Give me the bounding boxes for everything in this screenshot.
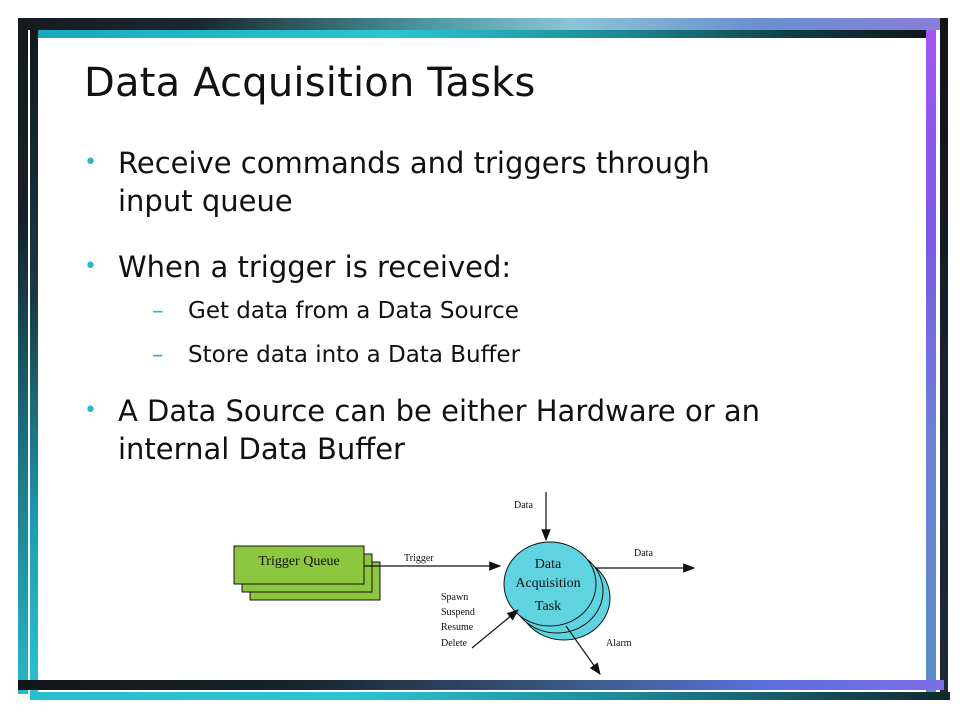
subbullet-marker: –	[152, 298, 164, 324]
control-label-spawn: Spawn	[441, 592, 468, 603]
trigger-arrow-label: Trigger	[404, 553, 434, 564]
left-border-bar-inner	[30, 30, 38, 700]
subbullet-text: Get data from a Data Source	[188, 298, 519, 324]
left-border-bar	[18, 18, 28, 694]
bullet-trigger-received: • When a trigger is received:	[84, 248, 844, 286]
top-border-bar-inner	[30, 30, 936, 38]
bullet-marker: •	[84, 398, 97, 423]
bullet-receive-commands: • Receive commands and triggers through …	[84, 144, 844, 220]
data-out-label: Data	[634, 548, 653, 559]
bullet-data-source: • A Data Source can be either Hardware o…	[84, 392, 844, 468]
right-border-bar-inner	[926, 30, 936, 692]
top-border-bar	[18, 18, 944, 30]
bullet-text-line1: Receive commands and triggers through	[118, 146, 710, 180]
subbullet-marker: –	[152, 342, 164, 368]
task-label-line3: Task	[535, 599, 561, 614]
control-label-delete: Delete	[441, 638, 468, 649]
bullet-marker: •	[84, 150, 97, 175]
right-border-bar	[940, 18, 948, 698]
queue-box-front	[233, 545, 365, 585]
control-label-suspend: Suspend	[441, 607, 475, 618]
control-arrow	[471, 609, 519, 649]
data-acquisition-task: Data Acquisition Task	[503, 541, 611, 641]
subbullet-get-data: – Get data from a Data Source	[152, 296, 519, 326]
bottom-border-bar-inner	[18, 680, 944, 690]
bullet-text-line2: internal Data Buffer	[118, 432, 405, 466]
alarm-label: Alarm	[606, 638, 632, 649]
trigger-queue: Trigger Queue	[233, 545, 381, 601]
bullet-marker: •	[84, 254, 97, 279]
task-label-line1: Data	[535, 557, 562, 572]
bullet-text-line1: A Data Source can be either Hardware or …	[118, 394, 761, 428]
data-in-label: Data	[514, 500, 533, 511]
subbullet-store-data: – Store data into a Data Buffer	[152, 340, 520, 370]
slide-title: Data Acquisition Tasks	[84, 60, 536, 106]
queue-label: Trigger Queue	[258, 554, 340, 569]
alarm-arrow	[565, 625, 601, 675]
bottom-border-bar	[30, 692, 950, 700]
task-label-line2: Acquisition	[515, 576, 580, 591]
subbullet-text: Store data into a Data Buffer	[188, 342, 521, 368]
bullet-text-line1: When a trigger is received:	[118, 250, 512, 284]
control-label-resume: Resume	[441, 622, 474, 633]
bullet-text-line2: input queue	[118, 184, 293, 218]
task-circle-front	[503, 541, 597, 627]
